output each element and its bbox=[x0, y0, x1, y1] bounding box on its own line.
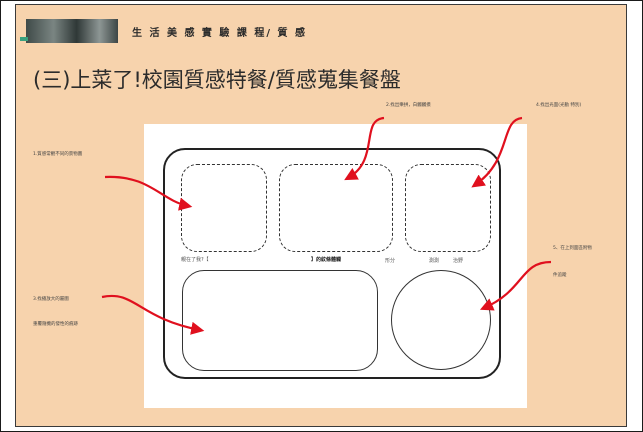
annotation-texture-3a: 3.找播放大的屬圖 bbox=[33, 297, 69, 302]
compartment-top-right bbox=[405, 164, 491, 252]
annotation-texture-1: 1.質感常觀不同的景物圖 bbox=[33, 152, 83, 157]
header-banner-image bbox=[26, 19, 118, 43]
annotation-texture-5a: 5、在上到面區附物 bbox=[553, 246, 592, 251]
tray-label-right-2: 測測 bbox=[429, 258, 440, 264]
course-subheading: 生 活 美 感 實 驗 課 程/ 質 感 bbox=[132, 28, 307, 39]
annotation-texture-4: 4.找出光面(光動 特別) bbox=[536, 103, 582, 108]
arrow-5 bbox=[479, 260, 552, 311]
worksheet: 2.找出樂拼，白觸觸摸 4.找出光面(光動 特別) 親在了我?【 】的紋條體觸 … bbox=[144, 103, 581, 408]
tray-label-right-1: 形分 bbox=[385, 258, 396, 264]
arrow-2 bbox=[344, 116, 385, 181]
meal-tray-outline: 親在了我?【 】的紋條體觸 形分 測測 治野 bbox=[163, 148, 501, 379]
arrow-3 bbox=[101, 294, 205, 335]
tray-label-center: 】的紋條體觸 bbox=[311, 257, 342, 263]
arrow-1 bbox=[104, 175, 193, 211]
annotation-texture-2: 2.找出樂拼，白觸觸摸 bbox=[386, 103, 431, 108]
banner-accent-mark bbox=[20, 37, 28, 41]
annotation-texture-5b: 件追蹤 bbox=[553, 273, 567, 278]
tray-label-right-3: 治野 bbox=[453, 258, 464, 264]
arrow-4 bbox=[471, 116, 523, 188]
compartment-bottom-left bbox=[182, 270, 378, 371]
slide-title: (三)上菜了!校園質感特餐/質感蒐集餐盤 bbox=[33, 68, 401, 92]
tray-label-left: 親在了我?【 bbox=[181, 257, 209, 263]
slide: 生 活 美 感 實 驗 課 程/ 質 感 (三)上菜了!校園質感特餐/質感蒐集餐… bbox=[15, 4, 627, 427]
compartment-round bbox=[391, 270, 491, 370]
annotation-texture-3b: 重覆隨機的發性的痕跡 bbox=[33, 322, 78, 327]
compartment-top-center bbox=[279, 164, 393, 252]
